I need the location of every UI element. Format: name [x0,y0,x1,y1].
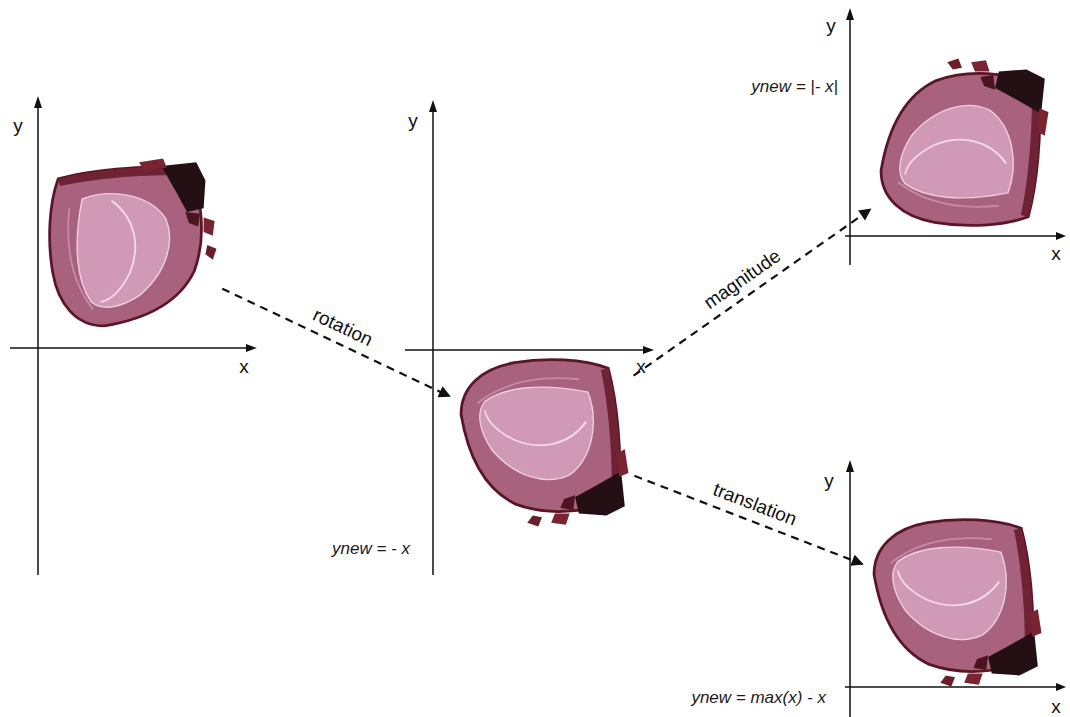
axis-arrowhead [429,100,437,112]
coordinate-frame: yynew = |- x|x [877,60,1047,230]
axes [845,16,1062,265]
axis-label: y [826,16,836,35]
axis-label: y [824,471,834,490]
x-axis [845,686,1062,688]
axis-arrowhead [643,346,654,354]
axis-label: y [408,111,418,130]
axis-arrowhead [846,460,854,472]
y-axis [432,108,434,575]
y-axis [849,16,851,265]
x-axis [10,347,251,349]
edge-label: rotation [307,303,379,352]
axis-label: y [13,116,23,135]
equation: ynew = max(x) - x [691,689,826,706]
axis-label: x [1051,697,1061,716]
axis-label: x [1051,244,1061,263]
equation: ynew = |- x| [751,78,838,95]
heart-image [874,520,1041,687]
y-axis [849,468,851,717]
edge-label: magnitude [697,243,787,315]
y-axis [37,104,39,575]
coordinate-frame: yxynew = - x [457,355,627,525]
axis-arrowhead [1056,232,1066,240]
axis-label: x [636,357,646,376]
axes [405,108,648,575]
axis-label: x [239,357,249,376]
axis-arrowhead [246,344,257,352]
axis-arrowhead [846,8,854,20]
heart-image [50,159,217,326]
heart-image [461,360,628,527]
dashed-arrow [222,289,450,397]
axes [10,104,251,575]
dashed-arrow [634,209,871,375]
axes [845,468,1062,717]
axis-arrowhead [1056,683,1066,691]
coordinate-frame: yynew = max(x) - xx [870,515,1040,685]
heart-image [881,59,1048,226]
coordinate-frame: yx [45,160,215,330]
equation: ynew = - x [332,540,410,557]
x-axis [405,349,648,351]
axis-arrowhead [34,96,42,108]
edge-label: translation [707,477,802,530]
x-axis [845,235,1062,237]
